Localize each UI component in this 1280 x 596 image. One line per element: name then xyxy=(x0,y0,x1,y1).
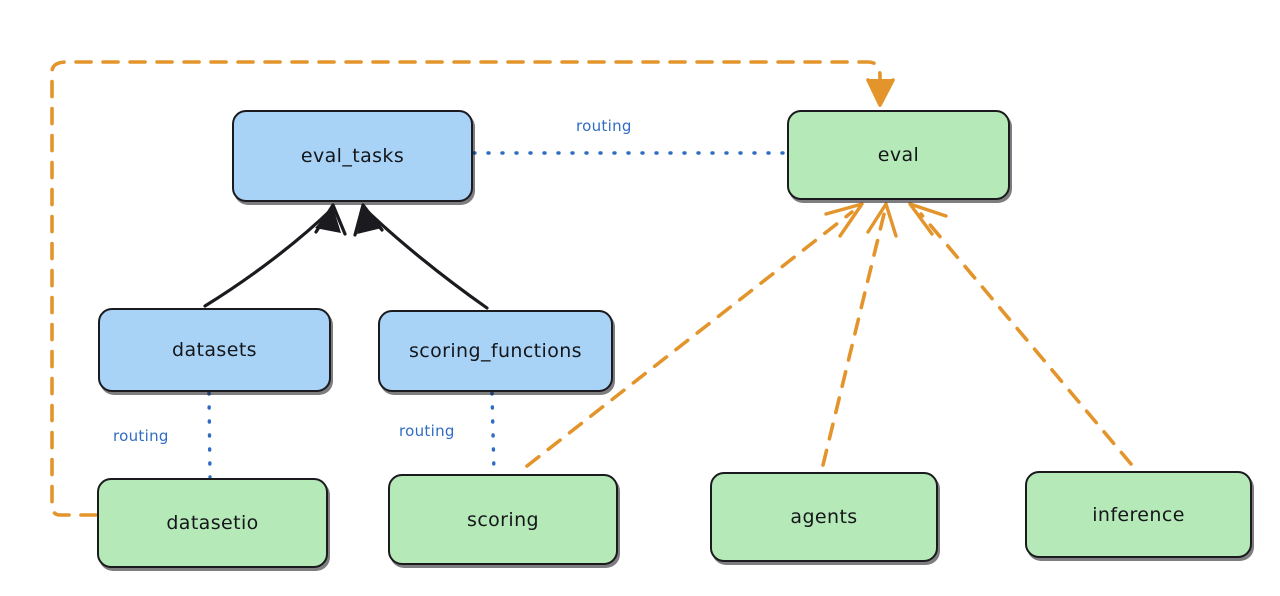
node-label: eval_tasks xyxy=(300,145,405,167)
edge-datasets-to-datasetio xyxy=(207,391,212,479)
node-scoring-functions[interactable]: scoring_functions xyxy=(378,310,613,392)
edge-datasets-to-eval-tasks xyxy=(203,203,347,308)
node-datasets[interactable]: datasets xyxy=(98,308,331,392)
node-label: scoring_functions xyxy=(409,340,582,362)
edge-datasetio-to-eval xyxy=(50,60,895,517)
node-label: inference xyxy=(1092,503,1185,526)
edge-label-routing-eval-tasks: routing xyxy=(576,117,632,135)
edge-agents-to-eval xyxy=(821,202,898,467)
node-eval[interactable]: eval xyxy=(787,110,1010,200)
node-label: datasets xyxy=(172,339,257,361)
node-eval-tasks[interactable]: eval_tasks xyxy=(232,110,473,202)
edge-label-routing-scoring-functions: routing xyxy=(399,422,455,440)
node-label: agents xyxy=(790,506,858,528)
edge-label-routing-datasets: routing xyxy=(113,427,169,445)
node-agents[interactable]: agents xyxy=(710,472,938,562)
edge-inference-to-eval xyxy=(908,202,1133,466)
node-label: scoring xyxy=(467,508,539,531)
edge-scoring-functions-to-scoring xyxy=(490,391,496,475)
edge-scoring-to-eval xyxy=(525,202,864,468)
edge-scoring-functions-to-eval-tasks xyxy=(353,203,489,310)
node-scoring[interactable]: scoring xyxy=(388,474,618,565)
node-inference[interactable]: inference xyxy=(1025,471,1252,558)
node-label: eval xyxy=(877,144,920,166)
node-label: datasetio xyxy=(166,512,259,534)
node-datasetio[interactable]: datasetio xyxy=(97,478,328,568)
